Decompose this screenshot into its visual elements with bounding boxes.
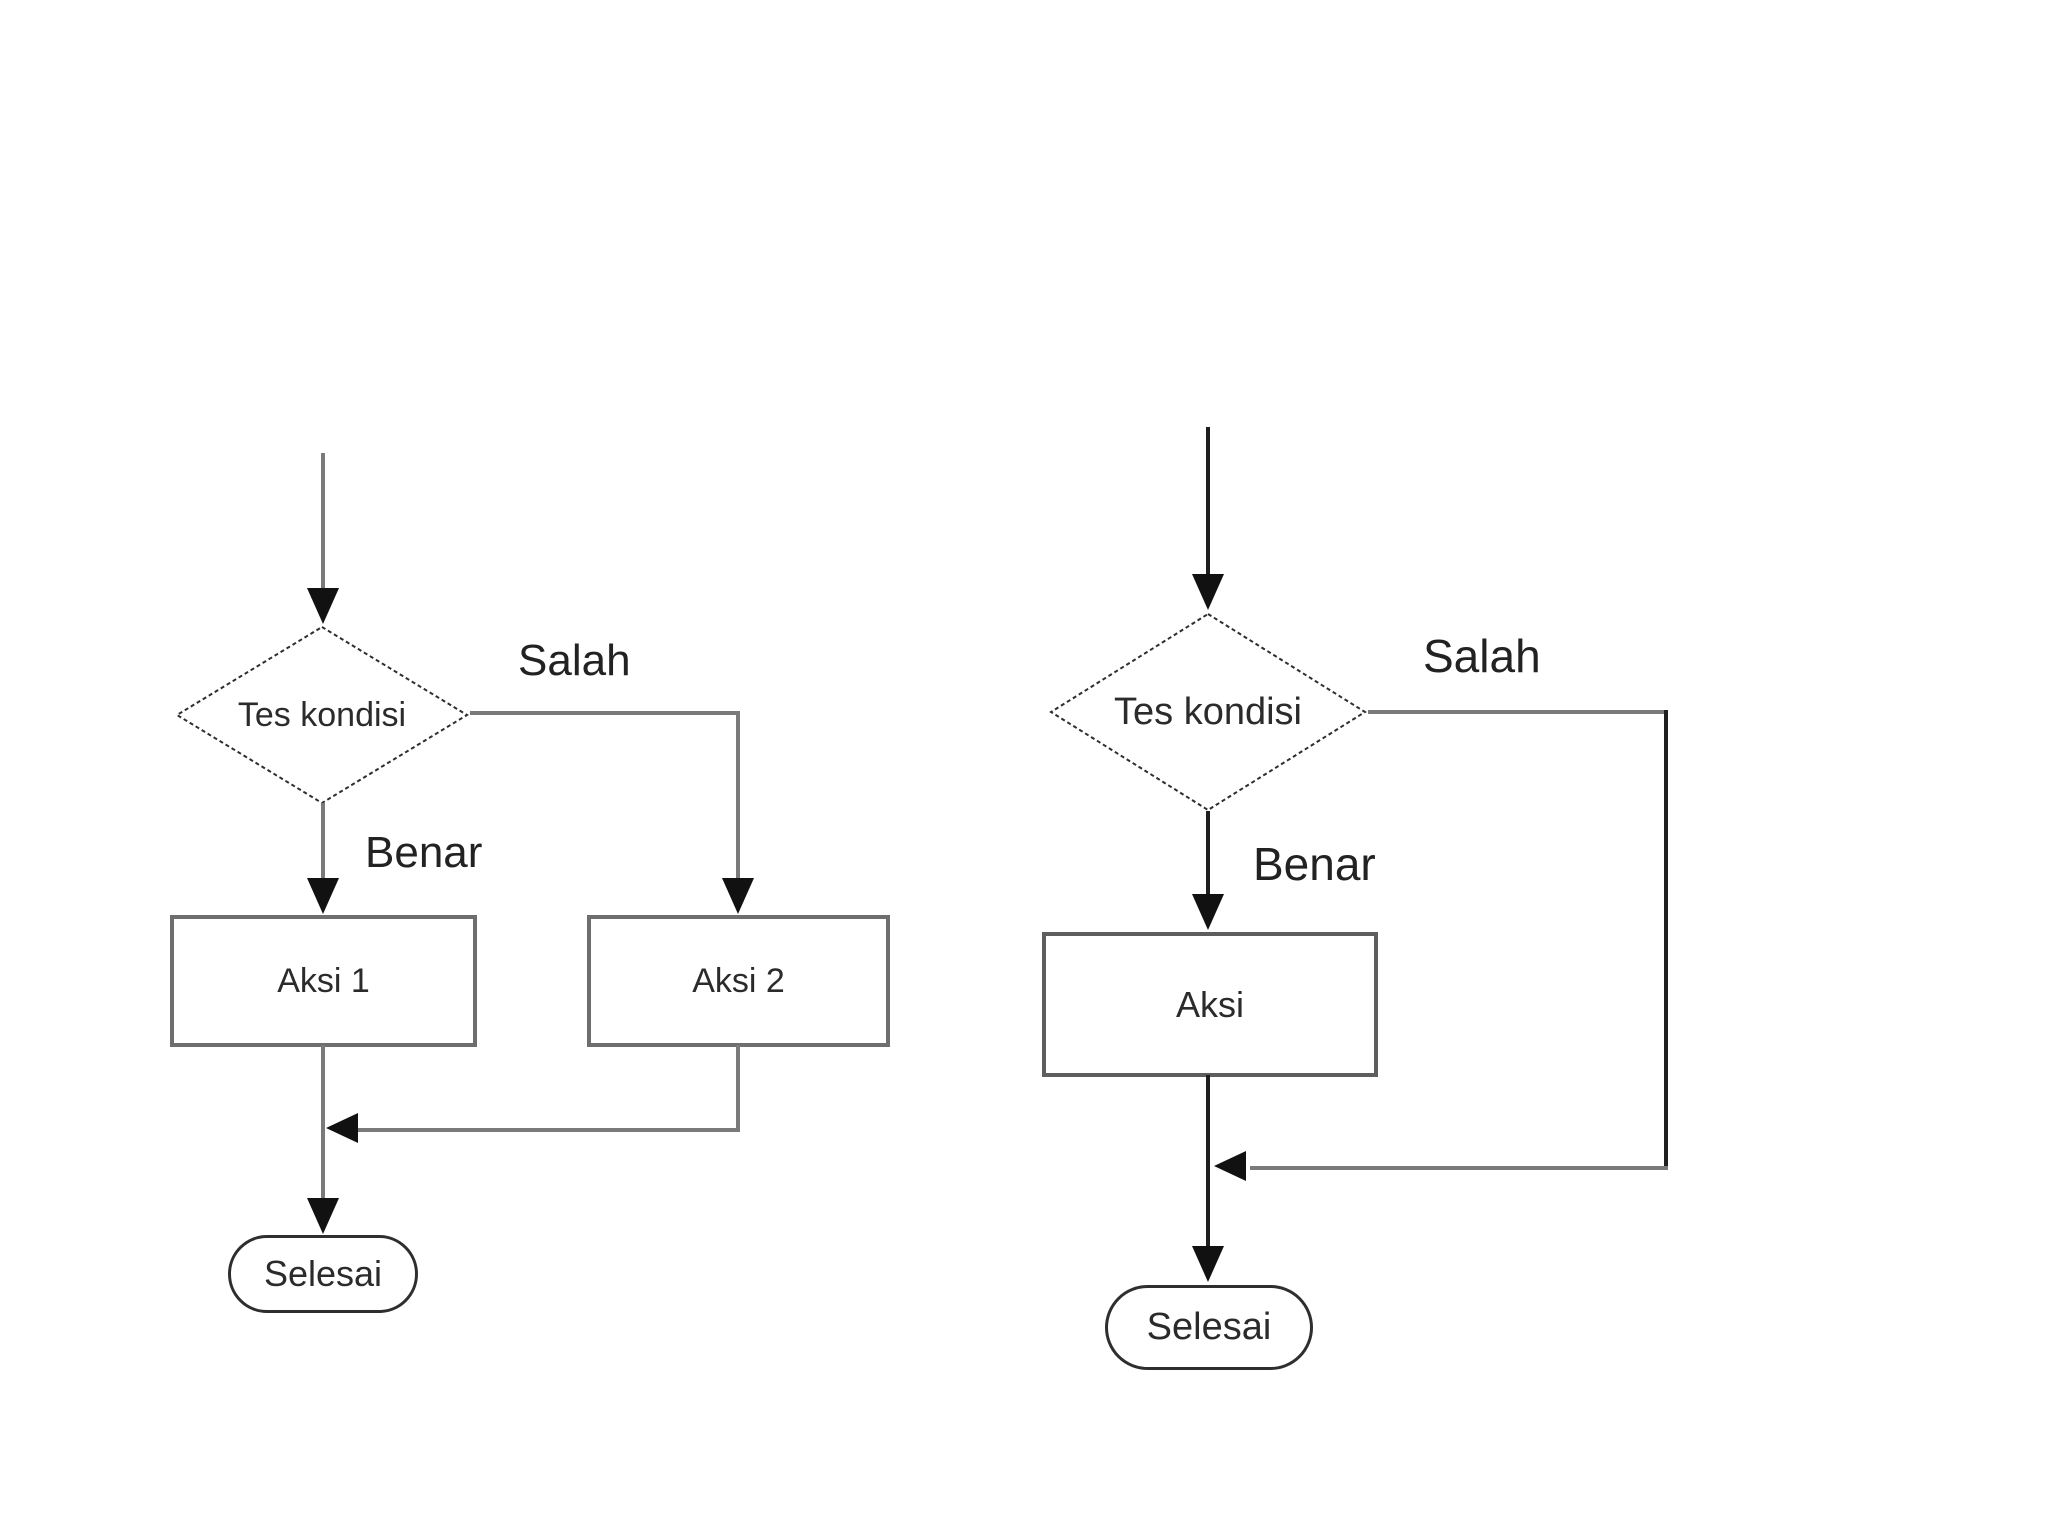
left-action2-box: Aksi 2 [587, 915, 890, 1047]
left-action1-label: Aksi 1 [277, 961, 370, 1000]
right-action-label: Aksi [1175, 983, 1244, 1025]
right-action-box: Aksi [1042, 932, 1378, 1077]
left-end-arrowhead-icon [307, 1198, 339, 1234]
left-decision-diamond: Tes kondisi [174, 625, 470, 805]
right-merge-arrowhead-icon [1214, 1151, 1246, 1181]
left-entry-arrowhead-icon [307, 588, 339, 624]
left-decision-label: Tes kondisi [237, 695, 407, 734]
right-false-branch-vline [1664, 710, 1668, 1170]
left-true-branch-label: Benar [365, 828, 483, 877]
left-false-branch-hline [470, 711, 738, 715]
right-decision-diamond: Tes kondisi [1048, 612, 1368, 812]
left-false-branch-vline [736, 711, 740, 879]
right-entry-line [1206, 427, 1210, 574]
left-true-branch-vline [321, 803, 325, 879]
right-true-branch-label: Benar [1253, 838, 1376, 890]
left-action1-box: Aksi 1 [170, 915, 477, 1047]
left-merge-hline [356, 1128, 740, 1132]
right-true-arrowhead-icon [1192, 894, 1224, 930]
left-entry-line [321, 453, 325, 589]
right-terminator: Selesai [1105, 1285, 1313, 1370]
left-terminator: Selesai [228, 1235, 418, 1313]
right-merge-hline [1250, 1166, 1668, 1170]
left-false-arrowhead-icon [722, 878, 754, 914]
right-false-branch-label: Salah [1423, 630, 1541, 682]
left-false-branch-label: Salah [518, 636, 631, 685]
left-action2-out-vline [736, 1045, 740, 1132]
right-false-branch-hline [1368, 710, 1668, 714]
left-true-arrowhead-icon [307, 878, 339, 914]
right-true-branch-vline [1206, 811, 1210, 896]
right-decision-diamond-shape [1049, 612, 1367, 812]
right-entry-arrowhead-icon [1192, 574, 1224, 610]
left-action1-out-vline [321, 1045, 325, 1199]
left-merge-arrowhead-icon [326, 1113, 358, 1143]
left-action2-label: Aksi 2 [692, 961, 785, 1000]
right-terminator-label: Selesai [1146, 1306, 1272, 1348]
right-action-out-vline [1206, 1075, 1210, 1247]
right-decision-label: Tes kondisi [1114, 690, 1302, 733]
left-terminator-label: Selesai [263, 1253, 383, 1294]
right-end-arrowhead-icon [1192, 1246, 1224, 1282]
